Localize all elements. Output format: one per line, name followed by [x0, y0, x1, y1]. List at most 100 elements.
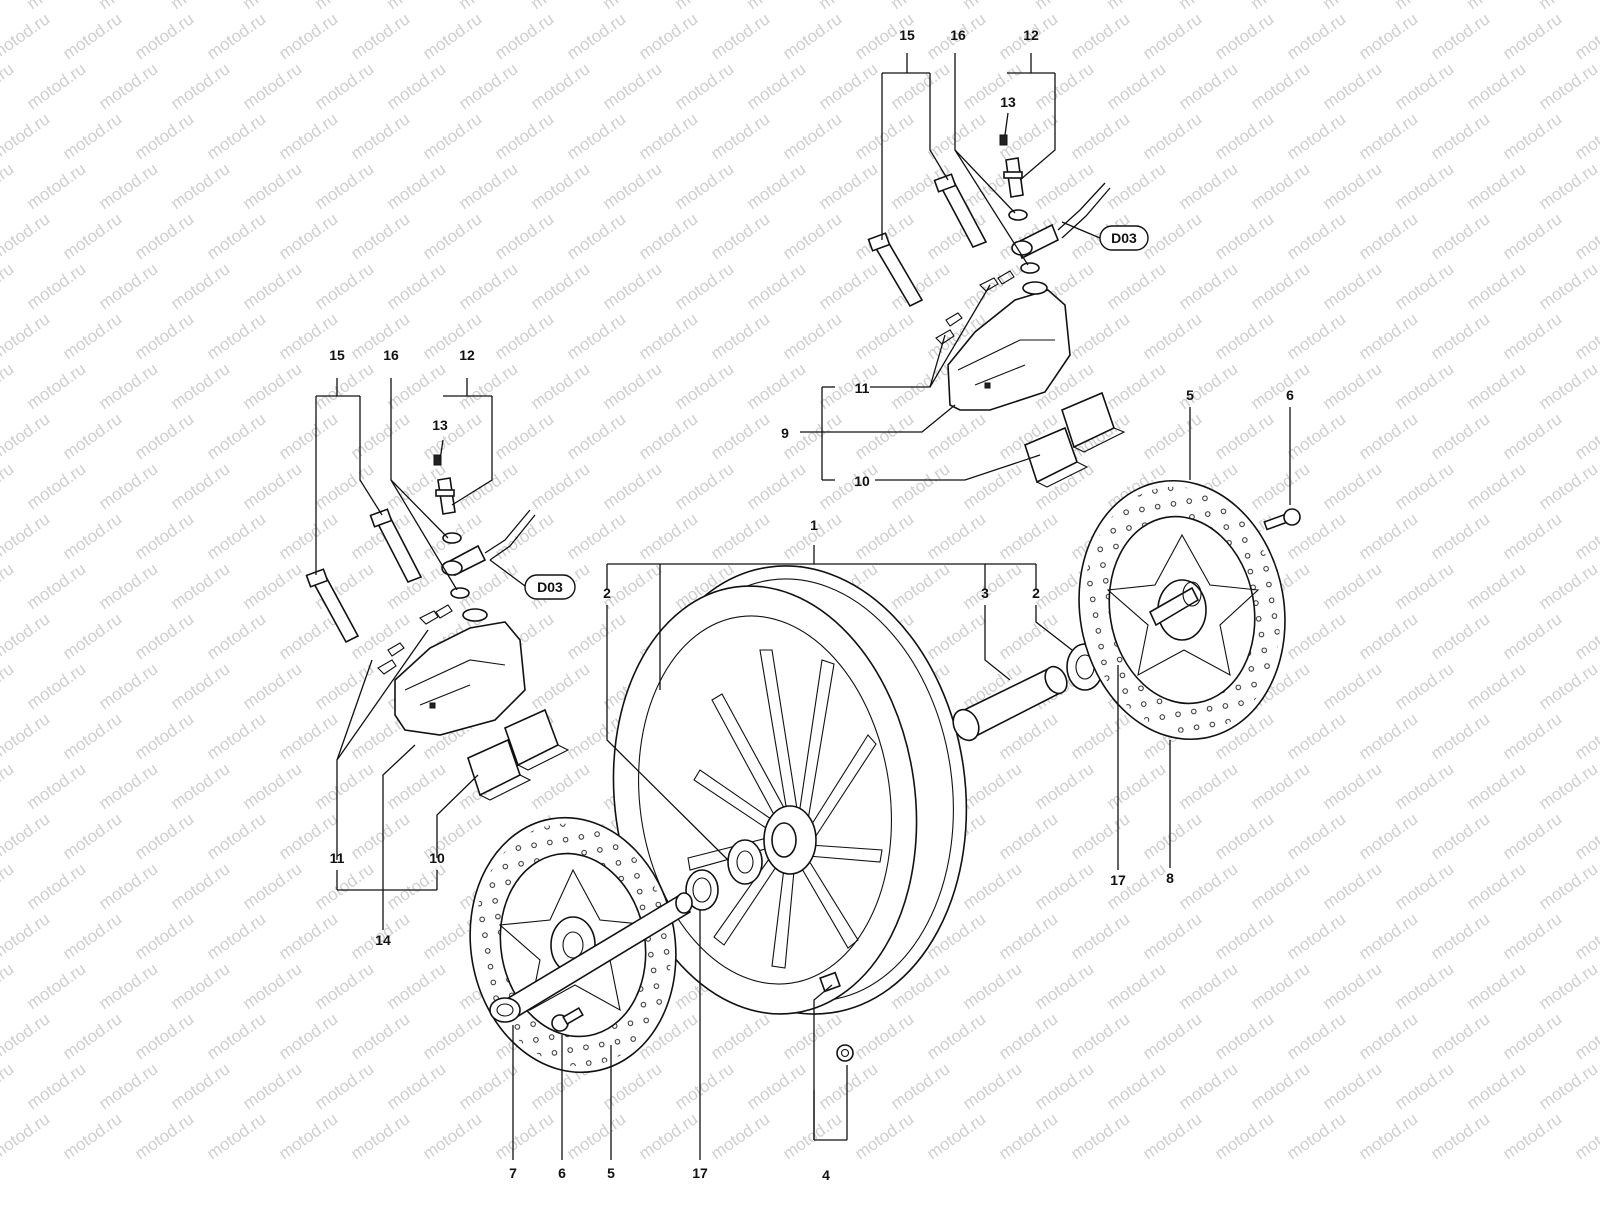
watermark-text: motod.ru	[59, 209, 125, 263]
watermark-text: motod.ru	[635, 109, 701, 163]
watermark-text: motod.ru	[203, 109, 269, 163]
watermark-text: motod.ru	[887, 359, 953, 413]
watermark-text: motod.ru	[59, 509, 125, 563]
watermark-text: motod.ru	[0, 309, 53, 363]
callout-2-left: 2	[603, 585, 611, 601]
callout-15-upper: 15	[899, 27, 915, 43]
watermark-text: motod.ru	[527, 259, 593, 313]
brake-disc-right	[1078, 479, 1286, 741]
watermark-text: motod.ru	[131, 709, 197, 763]
watermark-text: motod.ru	[1391, 759, 1457, 813]
watermark-text: motod.ru	[239, 359, 305, 413]
watermark-text: motod.ru	[1427, 509, 1493, 563]
watermark-text: motod.ru	[455, 59, 521, 113]
watermark-text: motod.ru	[167, 859, 233, 913]
watermark-text: motod.ru	[1427, 309, 1493, 363]
watermark-text: motod.ru	[1247, 359, 1313, 413]
watermark-text: motod.ru	[311, 959, 377, 1013]
watermark-text: motod.ru	[743, 1059, 809, 1113]
callout-17-bottom: 17	[692, 1165, 708, 1181]
watermark-text: motod.ru	[239, 459, 305, 513]
watermark-text: motod.ru	[1571, 1009, 1600, 1063]
watermark-text: motod.ru	[203, 909, 269, 963]
watermark-text: motod.ru	[779, 109, 845, 163]
watermark-text: motod.ru	[131, 509, 197, 563]
callout-16-upper: 16	[950, 27, 966, 43]
brake-pads-left	[467, 708, 570, 801]
watermark-text: motod.ru	[275, 1109, 341, 1163]
watermark-text: motod.ru	[23, 759, 89, 813]
watermark-text: motod.ru	[1247, 59, 1313, 113]
watermark-text: motod.ru	[203, 309, 269, 363]
watermark-text: motod.ru	[1319, 859, 1385, 913]
watermark-text: motod.ru	[743, 0, 809, 13]
watermark-text: motod.ru	[563, 9, 629, 63]
watermark-text: motod.ru	[671, 259, 737, 313]
watermark-text: motod.ru	[275, 709, 341, 763]
watermark-text: motod.ru	[1535, 359, 1600, 413]
watermark-text: motod.ru	[383, 0, 449, 13]
watermark-text: motod.ru	[1499, 809, 1565, 863]
watermark-text: motod.ru	[779, 1009, 845, 1063]
watermark-text: motod.ru	[275, 209, 341, 263]
watermark-text: motod.ru	[851, 309, 917, 363]
watermark-text: motod.ru	[0, 809, 53, 863]
watermark-text: motod.ru	[1247, 0, 1313, 13]
watermark-text: motod.ru	[131, 1009, 197, 1063]
watermark-text: motod.ru	[779, 1109, 845, 1163]
watermark-text: motod.ru	[491, 309, 557, 363]
watermark-text: motod.ru	[1355, 409, 1421, 463]
callout-16-left: 16	[383, 347, 399, 363]
watermark-text: motod.ru	[1175, 159, 1241, 213]
watermark-text: motod.ru	[1211, 9, 1277, 63]
watermark-text: motod.ru	[635, 409, 701, 463]
watermark-text: motod.ru	[203, 1109, 269, 1163]
watermark-text: motod.ru	[23, 59, 89, 113]
callout-3: 3	[981, 585, 989, 601]
watermark-text: motod.ru	[995, 509, 1061, 563]
watermark-text: motod.ru	[1139, 409, 1205, 463]
watermark-text: motod.ru	[1499, 1009, 1565, 1063]
watermark-text: motod.ru	[0, 109, 53, 163]
watermark-text: motod.ru	[671, 159, 737, 213]
watermark-text: motod.ru	[1283, 409, 1349, 463]
watermark-text: motod.ru	[599, 459, 665, 513]
watermark-text: motod.ru	[1355, 609, 1421, 663]
watermark-text: motod.ru	[599, 359, 665, 413]
watermark-text: motod.ru	[1103, 1059, 1169, 1113]
watermark-text: motod.ru	[1535, 659, 1600, 713]
watermark-text: motod.ru	[23, 1059, 89, 1113]
watermark-text: motod.ru	[131, 209, 197, 263]
watermark-text: motod.ru	[239, 559, 305, 613]
watermark-text: motod.ru	[1247, 1059, 1313, 1113]
callout-12-left: 12	[459, 347, 475, 363]
watermark-text: motod.ru	[131, 809, 197, 863]
watermark-text: motod.ru	[95, 59, 161, 113]
watermark-text: motod.ru	[1499, 509, 1565, 563]
watermark-text: motod.ru	[95, 0, 161, 13]
watermark-text: motod.ru	[23, 159, 89, 213]
watermark-text: motod.ru	[311, 159, 377, 213]
watermark-text: motod.ru	[59, 1109, 125, 1163]
watermark-text: motod.ru	[563, 609, 629, 663]
watermark-text: motod.ru	[131, 909, 197, 963]
watermark-text: motod.ru	[1211, 309, 1277, 363]
watermark-text: motod.ru	[959, 959, 1025, 1013]
watermark-text: motod.ru	[1391, 359, 1457, 413]
callout-9: 9	[781, 425, 789, 441]
watermark-text: motod.ru	[527, 0, 593, 13]
watermark-text: motod.ru	[1283, 1109, 1349, 1163]
watermark-text: motod.ru	[887, 1059, 953, 1113]
watermark-text: motod.ru	[1499, 609, 1565, 663]
watermark-text: motod.ru	[1175, 59, 1241, 113]
watermark-text: motod.ru	[851, 1109, 917, 1163]
watermark-text: motod.ru	[887, 59, 953, 113]
watermark-text: motod.ru	[0, 1109, 53, 1163]
watermark-text: motod.ru	[1355, 209, 1421, 263]
watermark-text: motod.ru	[1139, 109, 1205, 163]
watermark-text: motod.ru	[1355, 309, 1421, 363]
caliper-bolts-left	[305, 508, 423, 644]
watermark-text: motod.ru	[743, 159, 809, 213]
watermark-text: motod.ru	[1103, 359, 1169, 413]
watermark-text: motod.ru	[59, 609, 125, 663]
